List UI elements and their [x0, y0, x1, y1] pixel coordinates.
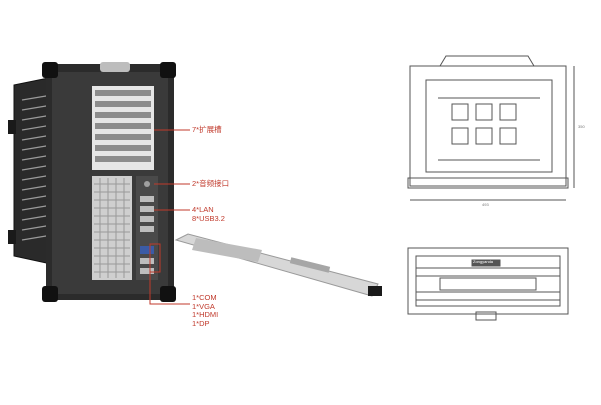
callout-expansion-slots: 7*扩展槽 [192, 125, 222, 135]
dimension-height: 350 [578, 124, 585, 129]
chassis [42, 62, 176, 302]
io-panel [92, 176, 158, 280]
callout-audio-ports: 2*音频接口 [192, 179, 230, 189]
drawing-logo: Zongyanda [473, 259, 494, 264]
top-view-drawing [407, 247, 569, 321]
callout-text: 1*HDMI [192, 310, 219, 319]
callout-text: 1*DP [192, 318, 210, 328]
keyboard-tray [174, 233, 382, 297]
callout-lan-usb: 4*LAN 8*USB3.2 [192, 205, 225, 223]
callout-text: 1*COM [192, 293, 217, 302]
dimension-width: 493 [482, 202, 489, 207]
callout-text: 2*音频接口 [192, 179, 230, 188]
front-view-drawing [407, 55, 575, 201]
callout-text: 7*扩展槽 [192, 125, 222, 134]
callout-text: 4*LAN [192, 205, 214, 214]
callout-text: 1*VGA [192, 301, 215, 311]
callout-text: 8*USB3.2 [192, 213, 225, 223]
callout-display-ports: 1*COM 1*VGA 1*HDMI 1*DP [192, 293, 219, 328]
expansion-slot-bay [92, 86, 154, 170]
